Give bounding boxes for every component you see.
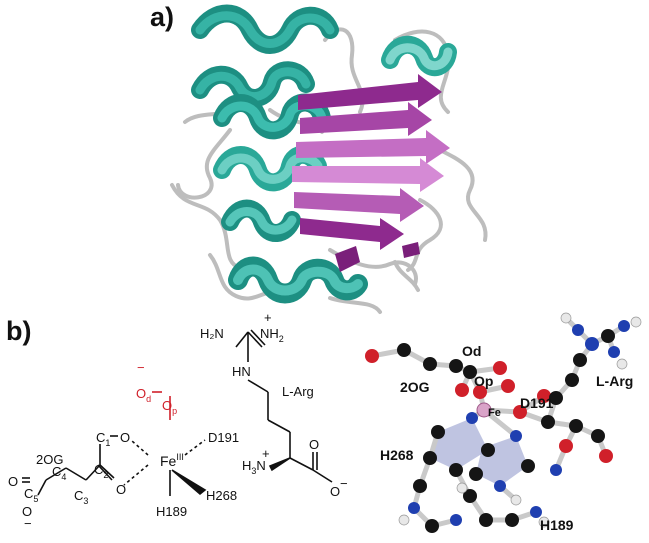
twoog-c2: C2 — [94, 462, 108, 480]
twoog-c4: C4 — [52, 464, 66, 482]
chemical-scheme-labels: H₂N NH2 + HN L-Arg + H3N O O − − Od Op F… — [8, 310, 348, 531]
arg-amine-plus: + — [262, 446, 270, 461]
arg-carboxyl-ominus: O — [330, 484, 340, 499]
ball-stick-model: Od Op 2OG Fe D191 L-Arg H268 H189 — [365, 312, 642, 533]
model-2og: 2OG — [400, 379, 430, 395]
model-h189: H189 — [540, 517, 574, 533]
helix-top-left-2 — [191, 61, 315, 107]
model-od: Od — [462, 343, 481, 359]
twoog-c3: C3 — [74, 488, 88, 506]
twoog-label: 2OG — [36, 452, 63, 467]
op-label: Op — [162, 398, 177, 416]
od-charge: − — [137, 360, 145, 375]
arg-carboxyl-o: O — [309, 437, 319, 452]
helix-bottom — [228, 256, 368, 304]
helix-top-right — [381, 35, 457, 76]
model-fe: Fe — [488, 407, 501, 419]
ligand-d191: D191 — [208, 430, 239, 445]
twoog-o2: O — [116, 482, 126, 497]
arg-guanidine-h2n: H₂N — [200, 326, 224, 341]
ligand-h189: H189 — [156, 504, 187, 519]
twoog-o3: O — [8, 474, 18, 489]
model-h268: H268 — [380, 447, 414, 463]
chemical-scheme — [22, 329, 333, 496]
panel-b-label: b) — [6, 316, 31, 346]
model-d191: D191 — [520, 395, 554, 411]
helix-left-lower — [221, 199, 301, 242]
model-larg: L-Arg — [596, 373, 633, 389]
arg-charge-plus: + — [264, 310, 272, 325]
twoog-o4-minus: − — [24, 516, 32, 531]
arg-carboxyl-minus: − — [340, 476, 348, 491]
od-label: Od — [136, 386, 151, 404]
protein-ribbon — [170, 4, 488, 314]
model-atoms — [365, 312, 642, 533]
model-op: Op — [474, 373, 493, 389]
arg-hn: HN — [232, 364, 251, 379]
twoog-o1: O — [120, 430, 130, 445]
twoog-o4: O — [22, 504, 32, 519]
fe-label: FeIII — [160, 452, 184, 469]
twoog-c5: C5 — [24, 486, 38, 504]
twoog-c1: C1 — [96, 430, 110, 448]
arg-amine: H3N — [242, 458, 266, 476]
helix-top-left — [191, 4, 339, 54]
arg-label: L-Arg — [282, 384, 314, 399]
arg-guanidine-nh2: NH2 — [260, 326, 284, 344]
panel-a-label: a) — [150, 2, 174, 32]
beta-sheet — [292, 74, 450, 272]
ligand-h268: H268 — [206, 488, 237, 503]
